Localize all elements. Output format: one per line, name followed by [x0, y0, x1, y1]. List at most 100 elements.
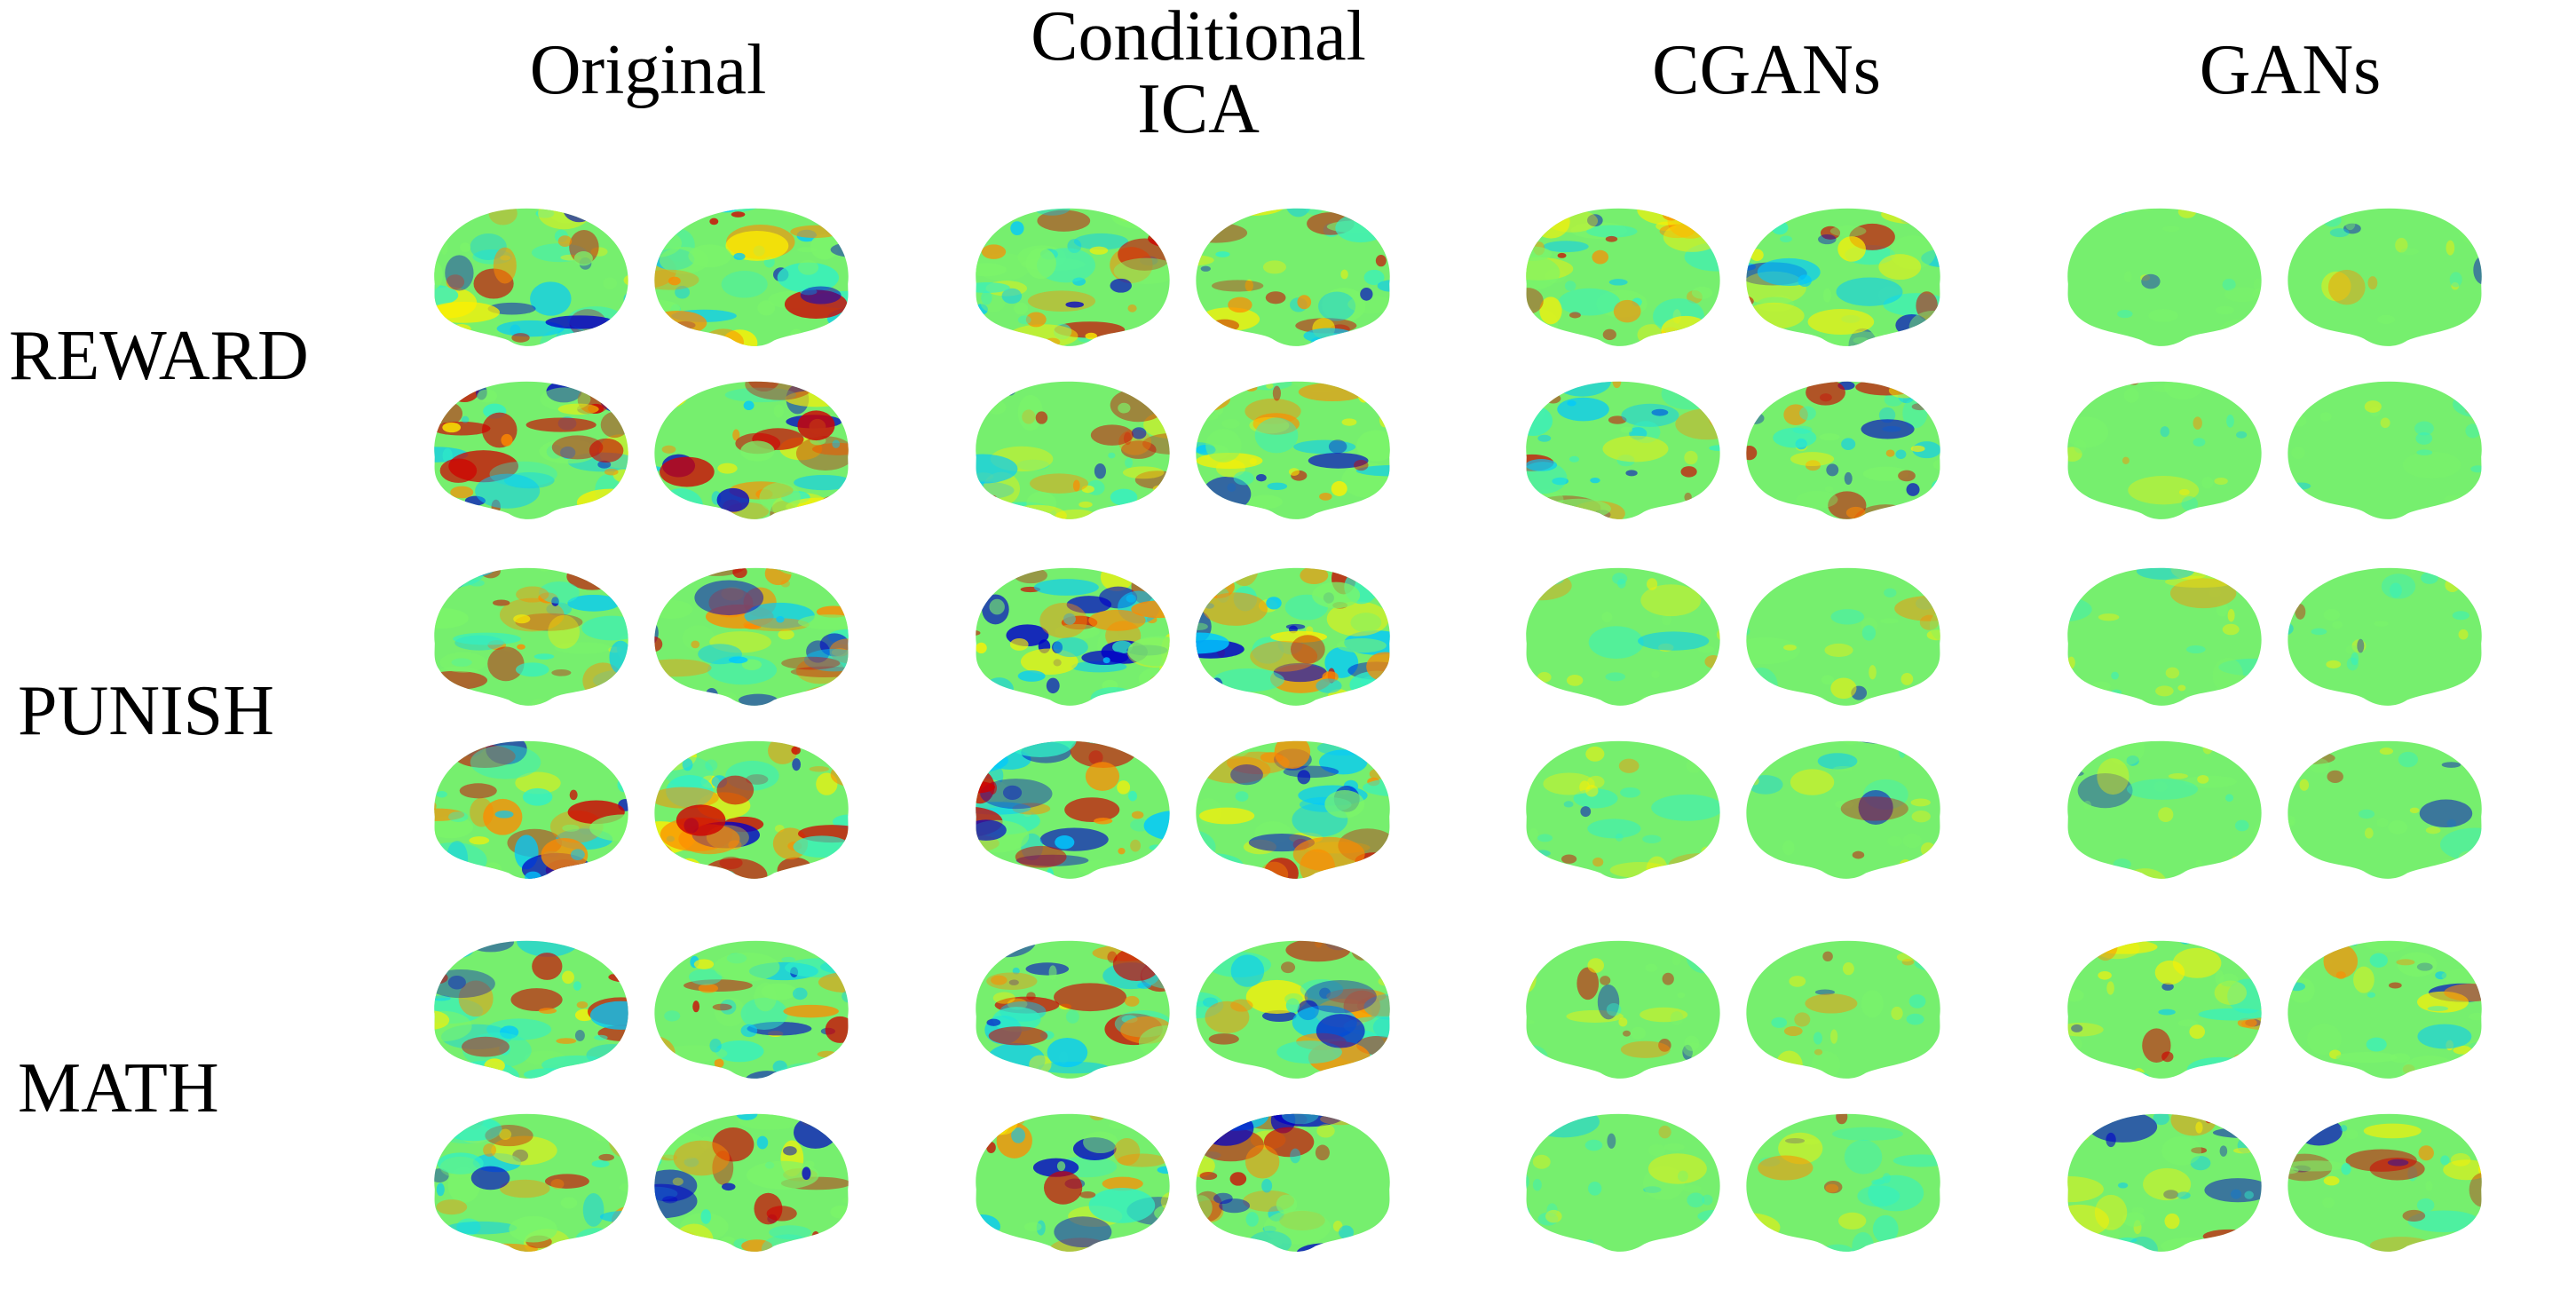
activation-blob: [675, 1223, 714, 1252]
activation-blob: [2111, 689, 2122, 695]
activation-blob: [589, 438, 624, 463]
activation-blob: [976, 599, 984, 611]
activation-blob: [2396, 959, 2415, 966]
activation-blob: [1263, 1127, 1315, 1158]
activation-blob: [1526, 1072, 1527, 1079]
activation-blob: [2443, 1159, 2482, 1181]
activation-blob: [1618, 758, 1640, 773]
activation-blob: [1118, 847, 1126, 855]
activation-blob: [2473, 255, 2482, 285]
activation-blob: [1785, 1138, 1806, 1144]
activation-blob: [466, 873, 478, 879]
activation-blob: [986, 1018, 1001, 1026]
activation-blob: [2327, 269, 2366, 305]
activation-blob: [976, 1230, 989, 1241]
activation-blob: [496, 320, 565, 337]
activation-blob: [461, 415, 470, 423]
activation-blob: [2377, 314, 2396, 324]
activation-blob: [2288, 1113, 2289, 1122]
activation-blob: [1912, 441, 1940, 459]
activation-blob: [1007, 504, 1067, 519]
activation-blob: [545, 315, 615, 329]
activation-blob: [1526, 405, 1553, 436]
activation-blob: [1545, 1209, 1562, 1223]
activation-blob: [2117, 208, 2128, 215]
brain-surface: [2288, 567, 2482, 706]
activation-blob: [1938, 686, 1940, 693]
brain-map-reward-1-2: [976, 381, 1170, 519]
activation-blob: [2084, 387, 2098, 395]
activation-blob: [2421, 572, 2438, 584]
activation-blob: [1789, 976, 1806, 987]
activation-blob: [2191, 1147, 2208, 1154]
activation-blob: [1245, 279, 1253, 292]
activation-blob: [557, 403, 599, 415]
activation-blob: [1387, 1113, 1390, 1119]
activation-blob: [1808, 740, 1828, 741]
activation-blob: [1605, 235, 1618, 242]
activation-blob: [2435, 971, 2447, 980]
activation-blob: [654, 310, 707, 336]
brain-map-punish-1-0: [976, 567, 1170, 706]
activation-blob: [613, 836, 628, 873]
activation-blob: [1694, 214, 1718, 237]
brain-map-reward-2-1: [1746, 208, 1940, 346]
activation-blob: [1935, 340, 1940, 346]
activation-blob: [488, 208, 518, 225]
activation-blob: [1111, 208, 1169, 229]
activation-blob: [2224, 330, 2239, 345]
activation-blob: [1790, 452, 1835, 466]
activation-blob: [1746, 684, 1754, 692]
activation-blob: [1792, 425, 1813, 434]
activation-blob: [449, 381, 479, 403]
activation-blob: [1534, 560, 1541, 567]
activation-blob: [2153, 781, 2168, 792]
activation-blob: [699, 1136, 713, 1150]
activation-blob: [1293, 439, 1356, 455]
activation-blob: [2446, 240, 2455, 256]
activation-blob: [1163, 409, 1170, 424]
activation-blob: [456, 1218, 481, 1236]
activation-blob: [462, 1032, 532, 1069]
activation-blob: [1331, 567, 1371, 573]
activation-blob: [1563, 801, 1574, 808]
activation-blob: [1085, 762, 1120, 791]
activation-blob: [816, 701, 826, 706]
activation-blob: [1233, 471, 1254, 486]
activation-blob: [541, 837, 589, 873]
activation-blob: [2346, 657, 2359, 671]
activation-blob: [841, 1215, 849, 1223]
activation-blob: [1205, 429, 1242, 463]
activation-blob: [2057, 329, 2066, 342]
activation-blob: [1807, 308, 1875, 335]
activation-blob: [1109, 335, 1139, 346]
activation-blob: [1661, 315, 1711, 345]
activation-blob: [1347, 295, 1390, 313]
activation-blob: [2212, 1127, 2262, 1139]
activation-blob: [2419, 1113, 2427, 1117]
activation-blob: [620, 961, 628, 993]
activation-blob: [1298, 383, 1367, 402]
activation-blob: [1335, 213, 1387, 243]
activation-blob: [1866, 872, 1880, 879]
activation-blob: [1375, 254, 1387, 267]
brain-map-math-2-1: [1746, 940, 1940, 1079]
activation-blob: [2067, 988, 2084, 1002]
row-label-math: MATH: [18, 1049, 219, 1127]
activation-blob: [450, 486, 474, 499]
activation-blob: [523, 1068, 577, 1079]
activation-blob: [660, 318, 670, 327]
activation-blob: [1605, 672, 1626, 682]
activation-blob: [434, 408, 438, 415]
activation-blob: [1566, 675, 1584, 686]
activation-blob: [654, 1154, 662, 1167]
activation-blob: [2067, 1023, 2104, 1037]
activation-blob: [1196, 632, 1229, 654]
activation-blob: [1833, 765, 1853, 771]
brain-map-reward-0-0: [434, 208, 628, 346]
activation-blob: [1680, 466, 1697, 478]
activation-blob: [1079, 501, 1093, 508]
activation-blob: [1043, 1171, 1083, 1205]
activation-blob: [1750, 777, 1759, 786]
activation-blob: [1615, 833, 1624, 842]
